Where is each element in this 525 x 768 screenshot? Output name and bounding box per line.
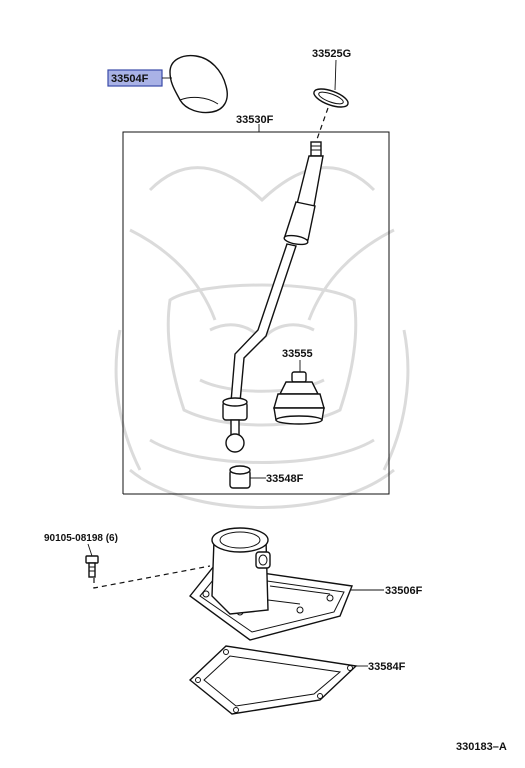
part-label-90105-08198[interactable]: 90105-08198 (6) [44,533,118,544]
shift-knob [169,54,228,114]
svg-text:33504F: 33504F [111,73,149,85]
part-label-33548F[interactable]: 33548F [266,473,304,485]
part-label-33530F[interactable]: 33530F [236,114,274,126]
part-label-33584F[interactable]: 33584F [368,661,406,673]
bolt [85,555,99,578]
lever-assembly-box [122,124,390,495]
rubber-boot [273,371,325,425]
figure-id: 330183–A [456,741,507,753]
bushing [229,465,251,489]
part-label-33555[interactable]: 33555 [282,348,313,360]
part-label-33504F[interactable]: 33504F [107,69,163,87]
retainer-ring [313,88,349,108]
part-label-33506F[interactable]: 33506F [385,585,423,597]
shift-housing [188,527,353,641]
gasket [188,645,358,715]
part-label-33525G[interactable]: 33525G [312,48,351,60]
shift-lever [222,141,324,453]
